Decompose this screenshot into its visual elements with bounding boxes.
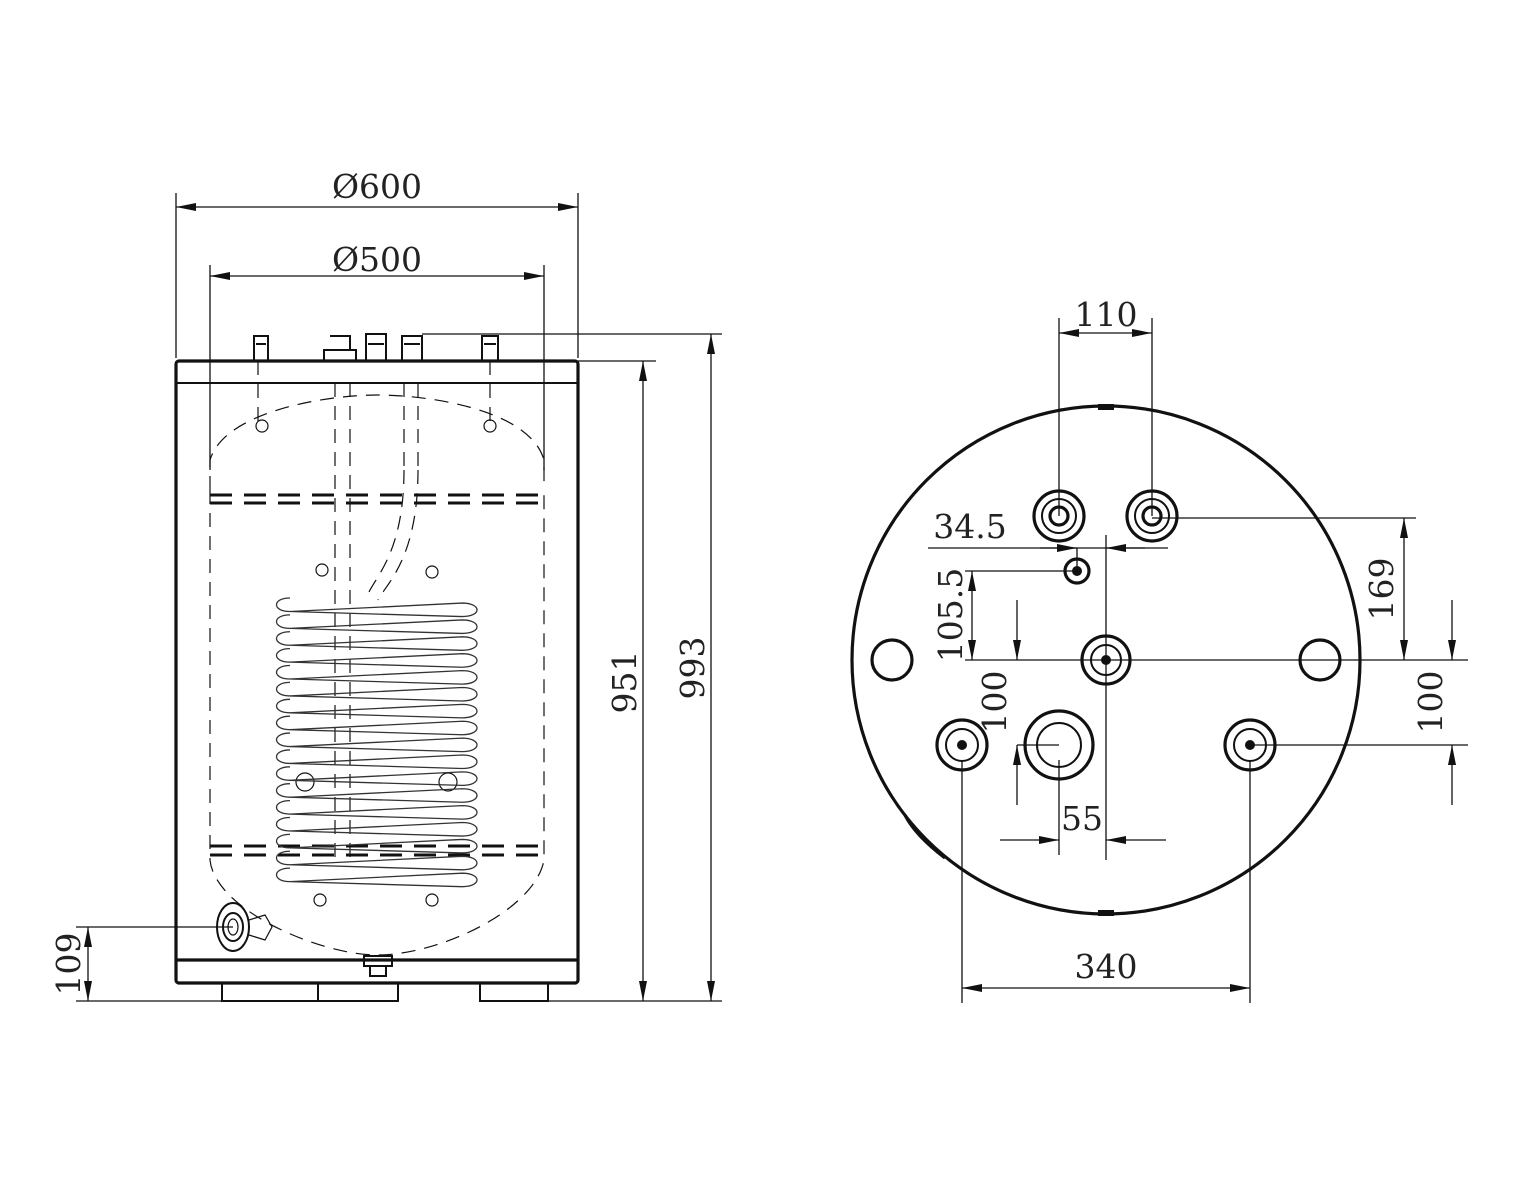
dim-right-lower-vertical: 100 (1250, 600, 1468, 805)
dim-body-height-label: 951 (605, 651, 644, 714)
foot-right (479, 982, 549, 1002)
dim-drain-height-label: 109 (49, 933, 88, 996)
dim-outer-diameter-label: Ø600 (332, 167, 422, 206)
dim-right-vertical-label: 169 (1362, 558, 1401, 621)
dim-offset-vertical-label: 105.5 (931, 568, 970, 662)
dim-center-offset-label: 55 (1061, 799, 1103, 838)
internal-pipes (257, 361, 491, 860)
dim-inner-diameter: Ø500 (209, 240, 545, 470)
dim-offset-small: 34.5 (928, 507, 1168, 571)
dim-pipe-spacing-top-label: 110 (1075, 295, 1138, 334)
dim-inner-diameter-label: Ø500 (332, 240, 422, 279)
dim-bottom-spacing: 340 (961, 760, 1251, 1003)
top-connections (253, 333, 499, 361)
foot-left (221, 982, 399, 1002)
inner-tank (209, 394, 545, 956)
dim-drain-height: 109 (49, 926, 233, 1002)
dim-center-offset: 55 (1000, 760, 1166, 855)
side-view: Ø600 Ø500 951 993 109 (49, 167, 722, 1002)
dim-total-height: 993 (422, 333, 722, 1001)
dim-body-height: 951 (548, 360, 722, 1002)
port-blank-left (870, 638, 914, 682)
dim-right-lower-vertical-label: 100 (1411, 671, 1450, 734)
dim-pipe-spacing-top: 110 (1058, 295, 1153, 516)
dim-left-vertical: 100 (975, 600, 1059, 805)
dim-total-height-label: 993 (673, 637, 712, 700)
heating-coil (275, 597, 478, 888)
dim-offset-small-label: 34.5 (933, 507, 1006, 546)
dim-left-vertical-label: 100 (975, 671, 1014, 734)
top-view: 110 34.5 105.5 169 (850, 295, 1468, 1003)
dim-bottom-spacing-label: 340 (1075, 947, 1138, 986)
dim-outer-diameter: Ø600 (175, 167, 579, 358)
dim-offset-vertical: 105.5 (931, 568, 1077, 662)
tank-casing (174, 359, 580, 985)
dim-right-vertical: 169 (1152, 517, 1416, 660)
